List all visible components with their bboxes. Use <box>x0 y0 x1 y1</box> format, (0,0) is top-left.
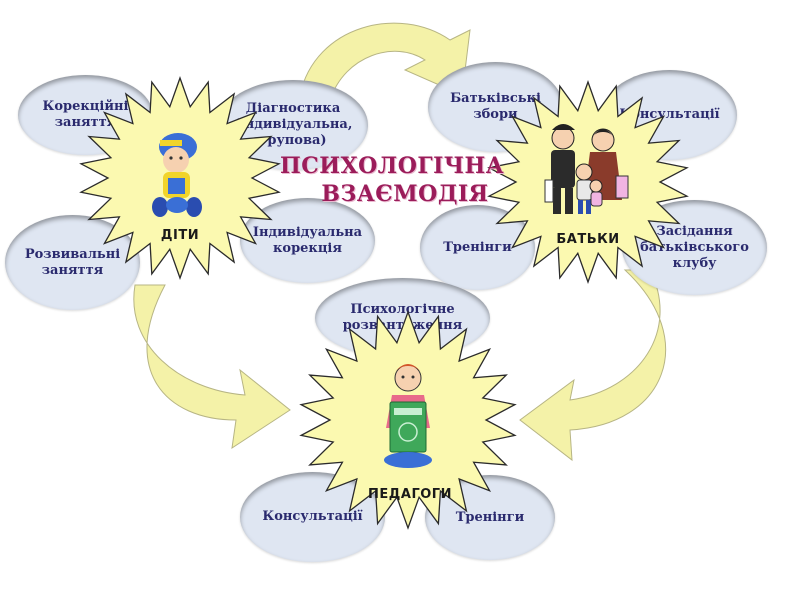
oval-text: Корекційні заняття <box>42 99 129 130</box>
group-label-children: ДІТИ <box>160 228 200 243</box>
arrow-children-to-parents <box>299 22 471 101</box>
oval-text: Консультації <box>262 509 363 524</box>
group-label-teachers: ПЕДАГОГИ <box>368 487 452 502</box>
oval-text: Засідання батьківського клубу <box>640 223 749 271</box>
arrow-children-to-teachers <box>133 284 291 450</box>
oval-indyvidualna-korektsiia: Індивідуальна корекція <box>240 198 375 283</box>
oval-text: Індивідуальна корекція <box>252 224 363 256</box>
diagram-title: ПСИХОЛОГІЧНА ВЗАЄМОДІЯ <box>280 152 505 208</box>
oval-konsultatsii-batky: Консультації <box>602 70 737 160</box>
oval-zasidannia-klubu: Засідання батьківського клубу <box>622 200 767 295</box>
group-label-parents: БАТЬКИ <box>556 232 620 247</box>
oval-text: Психологічне розвантаження <box>342 302 463 333</box>
oval-treninhy-batky: Тренінги <box>420 205 535 290</box>
oval-text: Батьківські збори <box>450 91 541 122</box>
oval-psykholohichne-rozvantazhennia: Психологічне розвантаження <box>315 278 490 358</box>
oval-text: Тренінги <box>455 509 525 525</box>
oval-konsultatsii-pedahohy: Консультації <box>240 472 385 562</box>
diagram-title-line1: ПСИХОЛОГІЧНА <box>280 153 505 179</box>
oval-rozvyvalni-zaniattia: Розвивальні заняття <box>5 215 140 310</box>
oval-text: Консультації <box>619 107 720 122</box>
oval-korektsiini-zaniattia: Корекційні заняття <box>18 75 153 155</box>
oval-text: Тренінги <box>443 239 512 255</box>
oval-text: Розвивальні заняття <box>24 246 121 278</box>
arrow-parents-to-teachers <box>519 269 667 462</box>
oval-text: Діагностика (індивідуальна, групова) <box>233 101 353 148</box>
oval-batkivski-zbory: Батьківські збори <box>428 62 563 152</box>
diagram-title-line2: ВЗАЄМОДІЯ <box>321 181 489 207</box>
